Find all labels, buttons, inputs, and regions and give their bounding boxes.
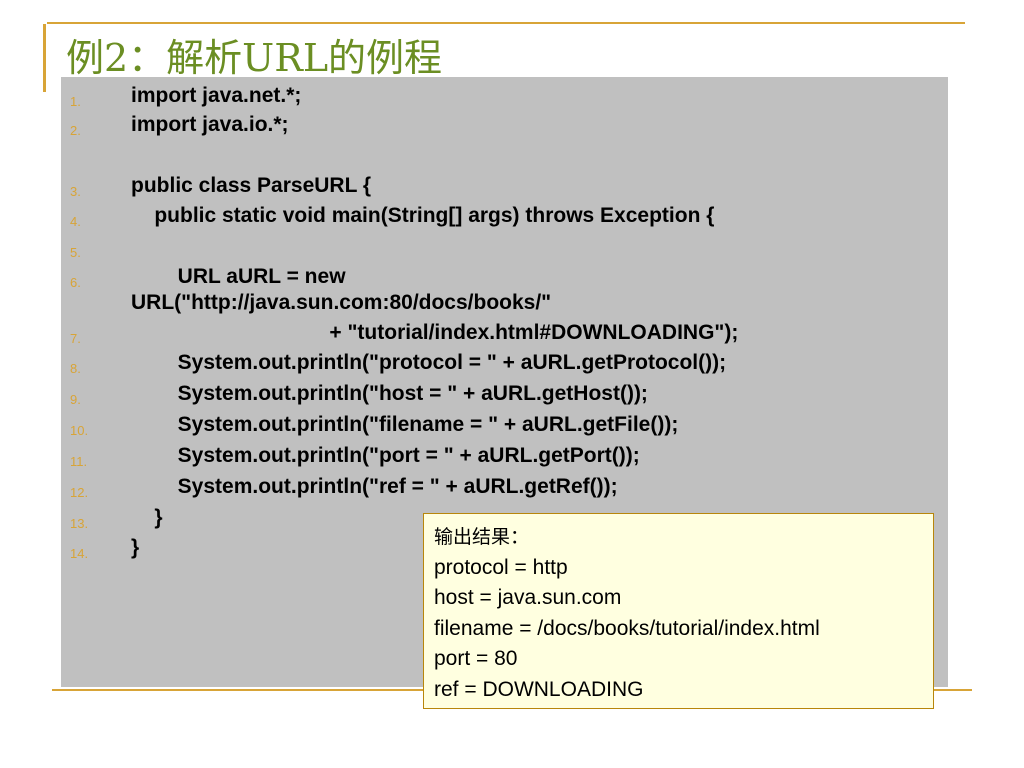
code-text: System.out.println("host = " + aURL.getH… [131, 382, 648, 405]
line-number: 3. [70, 184, 81, 199]
line-number: 8. [70, 361, 81, 376]
code-line: 12. System.out.println("ref = " + aURL.g… [61, 474, 941, 504]
code-text: System.out.println("port = " + aURL.getP… [131, 444, 640, 467]
code-line: 8. System.out.println("protocol = " + aU… [61, 350, 941, 380]
output-line: ref = DOWNLOADING [434, 677, 644, 701]
code-text-continuation: URL("http://java.sun.com:80/docs/books/" [131, 291, 552, 314]
line-number: 14. [70, 546, 89, 561]
line-number: 2. [70, 123, 81, 138]
code-text: public static void main(String[] args) t… [131, 204, 715, 227]
code-line: 6. URL aURL = new URL("http://java.sun.c… [61, 264, 941, 320]
line-number: 13. [70, 516, 89, 531]
code-line: 14. } [61, 535, 941, 565]
line-number: 1. [70, 94, 81, 109]
code-line: 11. System.out.println("port = " + aURL.… [61, 443, 941, 473]
code-line: 2. import java.io.*; [61, 112, 941, 142]
code-text: import java.io.*; [131, 113, 289, 136]
slide-title: 例2：解析URL的例程 [66, 36, 443, 80]
code-line: 5. [61, 234, 941, 264]
code-line: 7. + "tutorial/index.html#DOWNLOADING"); [61, 320, 941, 350]
top-accent-rule [47, 22, 965, 24]
line-number: 10. [70, 423, 89, 438]
output-title: 输出结果： [434, 526, 530, 548]
code-text: } [131, 536, 140, 559]
code-line: 10. System.out.println("filename = " + a… [61, 412, 941, 442]
code-text: + "tutorial/index.html#DOWNLOADING"); [131, 321, 739, 344]
code-text: } [131, 506, 163, 529]
line-number: 7. [70, 331, 81, 346]
output-line: port = 80 [434, 647, 518, 670]
output-line: filename = /docs/books/tutorial/index.ht… [434, 616, 820, 640]
code-line: 3. public class ParseURL { [61, 173, 941, 203]
left-accent-rule [43, 24, 46, 92]
line-number: 12. [70, 485, 89, 500]
code-text: System.out.println("protocol = " + aURL.… [131, 351, 727, 374]
code-text: public class ParseURL { [131, 174, 372, 197]
line-number: 5. [70, 245, 81, 260]
code-line: 9. System.out.println("host = " + aURL.g… [61, 381, 941, 411]
output-line: protocol = http [434, 555, 568, 579]
line-number: 4. [70, 214, 81, 229]
code-text: System.out.println("filename = " + aURL.… [131, 413, 679, 436]
code-text: URL aURL = new [131, 265, 346, 288]
line-number: 11. [70, 454, 88, 469]
line-number: 6. [70, 275, 81, 290]
line-number: 9. [70, 392, 81, 407]
code-line: 13. } [61, 505, 941, 535]
code-line: 1. import java.net.*; [61, 83, 941, 113]
code-line: 4. public static void main(String[] args… [61, 203, 941, 233]
output-line: host = java.sun.com [434, 586, 622, 609]
code-text: import java.net.*; [131, 84, 302, 107]
output-callout: 输出结果： protocol = http host = java.sun.co… [423, 513, 934, 709]
code-text: System.out.println("ref = " + aURL.getRe… [131, 475, 618, 498]
